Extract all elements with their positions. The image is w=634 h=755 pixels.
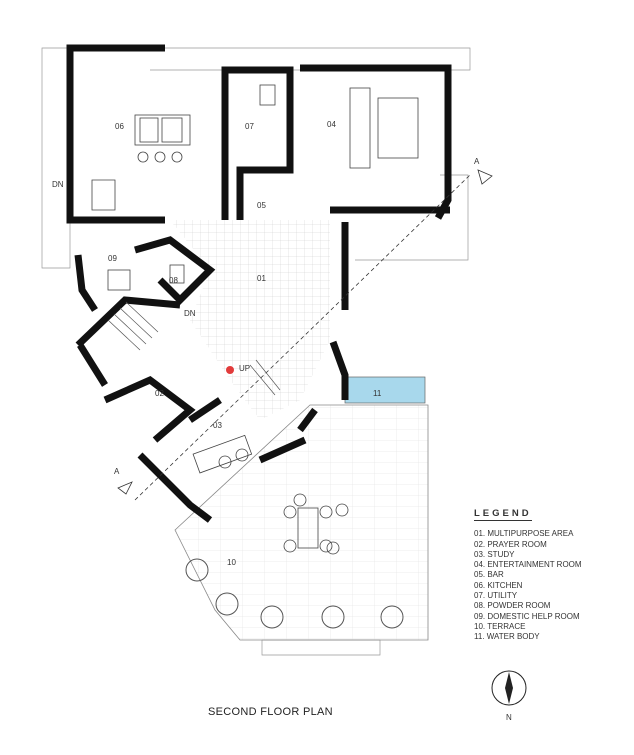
room-label-06: 06 (115, 122, 124, 131)
trees (185, 558, 404, 629)
drawing-title: SECOND FLOOR PLAN (208, 706, 333, 718)
furniture (91, 84, 419, 555)
marker-dot (226, 366, 234, 374)
section-arrow-bottom (117, 481, 133, 495)
room-label-09: 09 (108, 254, 117, 263)
dn-label-left: DN (52, 180, 64, 189)
staircase (107, 301, 281, 396)
legend-item: 09. DOMESTIC HELP ROOM (474, 611, 580, 621)
legend-item: 01. MULTIPURPOSE AREA (474, 529, 574, 539)
room-label-08: 08 (169, 276, 178, 285)
section-line (134, 174, 471, 501)
terrace-floor (174, 404, 429, 641)
legend-item: 11. WATER BODY (474, 632, 540, 642)
room-label-05: 05 (257, 201, 266, 210)
section-arrow-top (477, 169, 493, 185)
legend-item: 02. PRAYER ROOM (474, 539, 547, 549)
legend-item: 03. STUDY (474, 549, 515, 559)
legend-item: 07. UTILITY (474, 591, 518, 601)
room-label-10: 10 (227, 558, 236, 567)
legend-item: 04. ENTERTAINMENT ROOM (474, 560, 582, 570)
legend: LEGEND 01. MULTIPURPOSE AREA 02. PRAYER … (474, 508, 582, 643)
north-label: N (506, 713, 512, 722)
room-label-07: 07 (245, 122, 254, 131)
section-label-bottom: A (114, 467, 120, 476)
section-label-top: A (474, 157, 480, 166)
north-arrow-icon (491, 670, 527, 706)
legend-item: 10. TERRACE (474, 621, 526, 631)
legend-item: 05. BAR (474, 570, 504, 580)
room-label-02: 02 (155, 389, 164, 398)
room-label-01: 01 (257, 274, 266, 283)
legend-item: 06. KITCHEN (474, 580, 523, 590)
dn-label-stair: DN (184, 309, 196, 318)
up-label-stair: UP (239, 364, 250, 373)
water-body (344, 376, 426, 404)
legend-title: LEGEND (474, 508, 532, 522)
room-label-03: 03 (213, 421, 222, 430)
legend-item: 08. POWDER ROOM (474, 601, 551, 611)
room-label-04: 04 (327, 120, 336, 129)
multipurpose-floor (170, 220, 330, 420)
room-label-11: 11 (373, 389, 382, 398)
walls (66, 44, 452, 523)
